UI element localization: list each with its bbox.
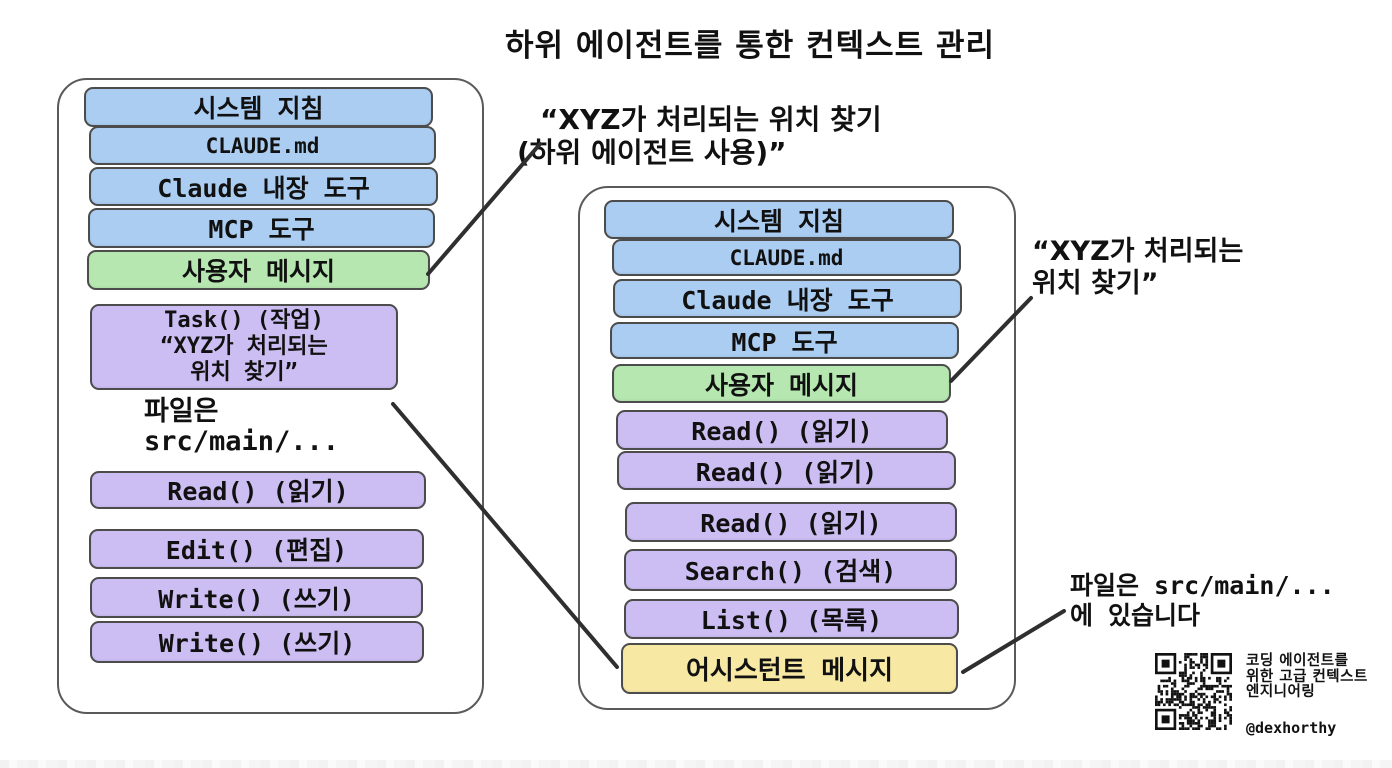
task-result-note-line: src/main/...: [144, 426, 340, 458]
footer-author-handle: @dexhorthy: [1246, 719, 1337, 737]
task-subagent-block: Task() (작업) “XYZ가 처리되는 위치 찾기”: [90, 304, 398, 390]
write-tool-block: Write() (쓰기): [90, 621, 424, 663]
mcp-tools-block: MCP 도구: [88, 208, 435, 248]
footer-caption: 코딩 에이전트를 위한 고급 컨텍스트 엔지니어링: [1246, 653, 1368, 701]
task-block-line: 위치 찾기”: [190, 359, 298, 385]
task-result-note-line: 파일은: [144, 396, 219, 427]
read-tool-block: Read() (읽기): [617, 451, 956, 490]
user-message-block: 사용자 메시지: [87, 250, 430, 290]
assistant-message-block: 어시스턴트 메시지: [621, 643, 958, 694]
callout-line: 에 있습니다: [1070, 600, 1201, 630]
callout-subagent-prompt: “XYZ가 처리되는 위치 찾기”: [1032, 236, 1243, 300]
footer-caption-line: 엔지니어링: [1246, 684, 1316, 700]
task-block-line: “XYZ가 처리되는: [160, 334, 328, 360]
edit-tool-block: Edit() (편집): [89, 529, 424, 569]
main-agent-context-panel: 시스템 지침 CLAUDE.md Claude 내장 도구 MCP 도구 사용자…: [57, 78, 484, 714]
read-tool-block: Read() (읽기): [625, 502, 957, 542]
callout-line: “XYZ가 처리되는: [1032, 236, 1244, 267]
callout-line: 위치 찾기”: [1032, 267, 1159, 299]
search-tool-block: Search() (검색): [624, 549, 957, 591]
subagent-context-panel: 시스템 지침 CLAUDE.md Claude 내장 도구 MCP 도구 사용자…: [578, 186, 1016, 710]
read-tool-block: Read() (읽기): [616, 410, 948, 450]
footer-caption-line: 위한 고급 컨텍스트: [1246, 668, 1368, 685]
qr-code: [1155, 653, 1232, 730]
system-prompt-block: 시스템 지침: [84, 87, 433, 127]
callout-line: “XYZ가 처리되는 위치 찾기: [540, 103, 882, 136]
callout-assistant-result: 파일은 src/main/... 에 있습니다: [1070, 571, 1335, 630]
task-result-note: 파일은 src/main/...: [144, 396, 340, 458]
callout-line: (하위 에이전트 사용)”: [517, 136, 787, 170]
task-block-line: Task() (작업): [164, 308, 324, 334]
user-message-block: 사용자 메시지: [612, 364, 951, 403]
builtin-tools-block: Claude 내장 도구: [613, 279, 962, 318]
read-tool-block: Read() (읽기): [90, 471, 426, 509]
paper-texture-edge: [0, 760, 1392, 768]
footer-caption-line: 코딩 에이전트를: [1246, 653, 1349, 669]
claude-md-block: CLAUDE.md: [612, 239, 961, 276]
mcp-tools-block: MCP 도구: [610, 322, 959, 359]
claude-md-block: CLAUDE.md: [89, 126, 436, 165]
diagram-title: 하위 에이전트를 통한 컨텍스트 관리: [505, 28, 995, 64]
system-prompt-block: 시스템 지침: [604, 200, 954, 239]
callout-line: 파일은 src/main/...: [1070, 571, 1335, 600]
write-tool-block: Write() (쓰기): [90, 577, 423, 618]
list-tool-block: List() (목록): [624, 599, 959, 639]
callout-subagent-task: “XYZ가 처리되는 위치 찾기 (하위 에이전트 사용)”: [517, 103, 882, 169]
builtin-tools-block: Claude 내장 도구: [89, 167, 438, 206]
